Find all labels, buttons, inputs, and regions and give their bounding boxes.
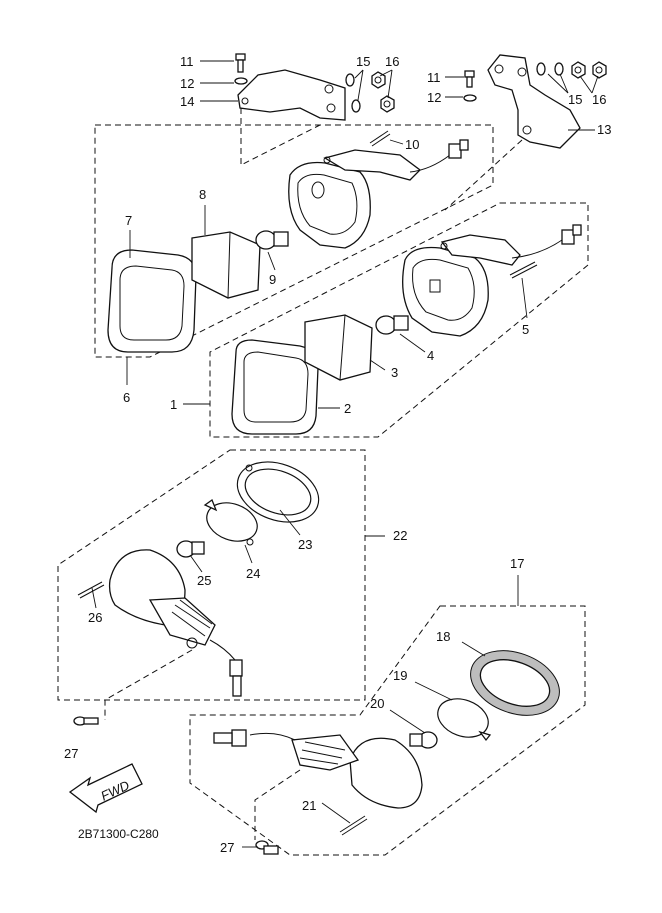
bulb-4 — [375, 315, 409, 335]
diagram-code: 2B71300-C280 — [78, 827, 159, 841]
alignment-lines — [104, 108, 523, 840]
callout-25: 25 — [197, 573, 211, 588]
callout-23: 23 — [298, 537, 312, 552]
callout-19: 19 — [393, 668, 407, 683]
callout-18: 18 — [436, 629, 450, 644]
callout-4: 4 — [427, 348, 434, 363]
assembly-outline-6 — [94, 124, 494, 358]
callout-22: 22 — [393, 528, 407, 543]
washers-15-left — [345, 73, 361, 113]
callout-11-left: 11 — [180, 54, 194, 69]
group-outlines — [57, 124, 589, 856]
callout-15-right: 15 — [568, 92, 582, 107]
callout-16-left: 16 — [385, 54, 399, 69]
lens-7 — [107, 249, 197, 353]
housing-upper-left — [288, 149, 421, 249]
housing-upper-right — [402, 234, 521, 337]
gasket-19 — [437, 698, 492, 742]
washer-12-left — [234, 77, 248, 85]
callout-21: 21 — [302, 798, 316, 813]
leader-lines — [91, 60, 599, 848]
lens-2 — [231, 339, 319, 435]
callout-17: 17 — [510, 556, 524, 571]
assembly-outline-17 — [189, 605, 586, 856]
assembly-outline-1 — [209, 202, 589, 438]
callout-12-right: 12 — [427, 90, 441, 105]
left-bracket-14 — [237, 69, 346, 121]
gasket-24 — [203, 498, 258, 546]
wire-harness-upper-left — [409, 139, 469, 173]
wire-harness-upper-right — [511, 224, 582, 259]
callout-7: 7 — [125, 213, 132, 228]
reflector-8 — [191, 231, 261, 299]
nuts-16-right — [571, 61, 607, 79]
callout-16-right: 16 — [592, 92, 606, 107]
callout-6: 6 — [123, 390, 130, 405]
callout-24: 24 — [246, 566, 260, 581]
right-bracket-13 — [487, 54, 581, 149]
washer-12-right — [463, 94, 477, 102]
reflector-3 — [304, 314, 373, 381]
callout-9: 9 — [269, 272, 276, 287]
bulb-20 — [409, 731, 438, 749]
callout-3: 3 — [391, 365, 398, 380]
bulb-25 — [176, 540, 205, 558]
bolt-11-right — [464, 70, 475, 88]
callout-labels: 11 12 14 15 16 11 12 15 16 13 10 8 7 9 6… — [64, 54, 611, 855]
callout-10: 10 — [405, 137, 419, 152]
callout-1: 1 — [170, 397, 177, 412]
washers-15-right — [536, 62, 564, 76]
housing-lower-right — [291, 734, 423, 809]
callout-2: 2 — [344, 401, 351, 416]
callout-26: 26 — [88, 610, 102, 625]
bolt-27-right — [255, 840, 279, 855]
rim-23 — [236, 461, 320, 523]
bulb-9 — [255, 230, 289, 250]
screw-10 — [369, 130, 391, 147]
callout-27-right: 27 — [220, 840, 234, 855]
callout-5: 5 — [522, 322, 529, 337]
callout-15-left: 15 — [356, 54, 370, 69]
assembly-outline-22 — [57, 449, 366, 701]
screw-26 — [77, 581, 105, 599]
screw-21 — [339, 815, 368, 836]
wire-harness-lower-right — [213, 729, 296, 747]
callout-8: 8 — [199, 187, 206, 202]
callout-13: 13 — [597, 122, 611, 137]
callout-11-right: 11 — [427, 70, 441, 85]
housing-lower-left — [108, 549, 216, 649]
wire-harness-lower-left — [209, 639, 243, 697]
nuts-16-left — [371, 71, 395, 113]
rim-18 — [470, 650, 560, 716]
screw-5 — [509, 261, 538, 279]
bolt-11-left — [235, 53, 246, 73]
callout-20: 20 — [370, 696, 384, 711]
callout-14: 14 — [180, 94, 194, 109]
callout-27-left: 27 — [64, 746, 78, 761]
fwd-arrow-icon: FWD — [68, 763, 143, 814]
bolt-27-left — [73, 716, 99, 726]
callout-12-left: 12 — [180, 76, 194, 91]
